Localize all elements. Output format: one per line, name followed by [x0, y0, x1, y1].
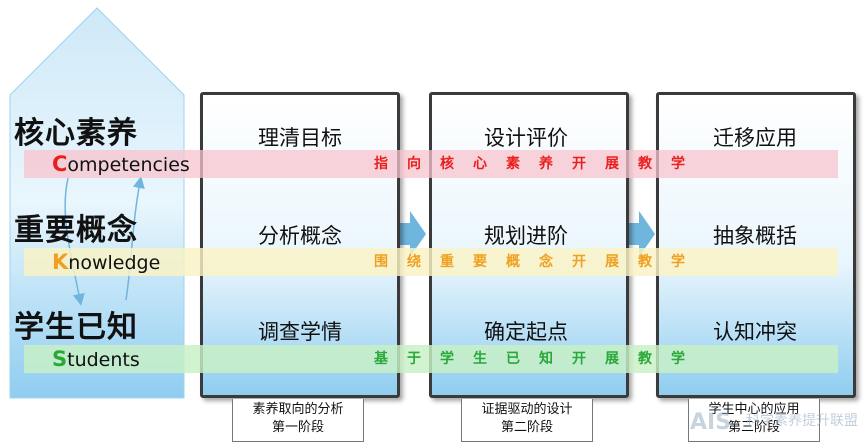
band-students-english: Students	[52, 345, 140, 374]
house-level-students: 学生已知	[14, 310, 138, 345]
watermark-text: 科学素养提升联盟	[746, 413, 858, 429]
band-knowledge-text: 围绕重要概念开展教学	[374, 254, 704, 270]
stage-2-caption-line1: 证据驱动的设计	[481, 402, 573, 417]
stage-3-caption-line2: 第三阶段	[727, 420, 780, 435]
stage-1-item-bottom: 调查学情	[258, 320, 342, 344]
stage-1-caption-line1: 素养取向的分析	[252, 402, 344, 417]
band-students: Students 基于学生已知开展教学	[24, 345, 838, 373]
band-knowledge-initial: K	[52, 250, 69, 274]
stage-1-caption: 素养取向的分析 第一阶段	[232, 399, 364, 442]
band-competencies-initial: C	[52, 152, 68, 176]
band-students-rest: tudents	[67, 349, 140, 371]
band-knowledge: Knowledge 围绕重要概念开展教学	[24, 248, 838, 276]
stage-3-caption: 学生中心的应用 第三阶段	[688, 399, 820, 442]
stage-3-item-top: 迁移应用	[713, 126, 797, 150]
stage-arrow-1	[397, 211, 426, 257]
stage-arrow-2	[626, 211, 655, 257]
stage-2-item-top: 设计评价	[484, 126, 568, 150]
band-competencies-rest: ompetencies	[67, 154, 190, 176]
band-competencies-text: 指向核心素养开展教学	[374, 156, 704, 172]
house-flow-line-down	[64, 177, 85, 306]
stage-1-item-top: 理清目标	[258, 126, 342, 150]
stage-2-item-middle: 规划进阶	[484, 224, 568, 248]
watermark-logo: AIS	[690, 410, 732, 435]
house-level-competencies: 核心素养	[14, 116, 138, 151]
stage-2-caption-line2: 第二阶段	[500, 420, 553, 435]
stage-1-caption-line2: 第一阶段	[271, 420, 324, 435]
band-competencies-english: Competencies	[52, 150, 190, 179]
house-shape	[9, 7, 185, 399]
house-flow-line-up	[125, 176, 145, 301]
stage-2-item-bottom: 确定起点	[484, 320, 568, 344]
band-knowledge-english: Knowledge	[52, 248, 160, 277]
stage-2-caption: 证据驱动的设计 第二阶段	[461, 399, 593, 442]
band-students-initial: S	[52, 347, 68, 371]
stage-3-caption-line1: 学生中心的应用	[708, 402, 800, 417]
band-competencies: Competencies 指向核心素养开展教学	[24, 150, 838, 178]
house-level-knowledge: 重要概念	[14, 213, 138, 248]
stage-1-item-middle: 分析概念	[258, 224, 342, 248]
stage-3-item-bottom: 认知冲突	[713, 320, 797, 344]
stage-3-item-middle: 抽象概括	[713, 224, 797, 248]
band-knowledge-rest: nowledge	[68, 252, 161, 274]
band-students-text: 基于学生已知开展教学	[374, 351, 704, 367]
